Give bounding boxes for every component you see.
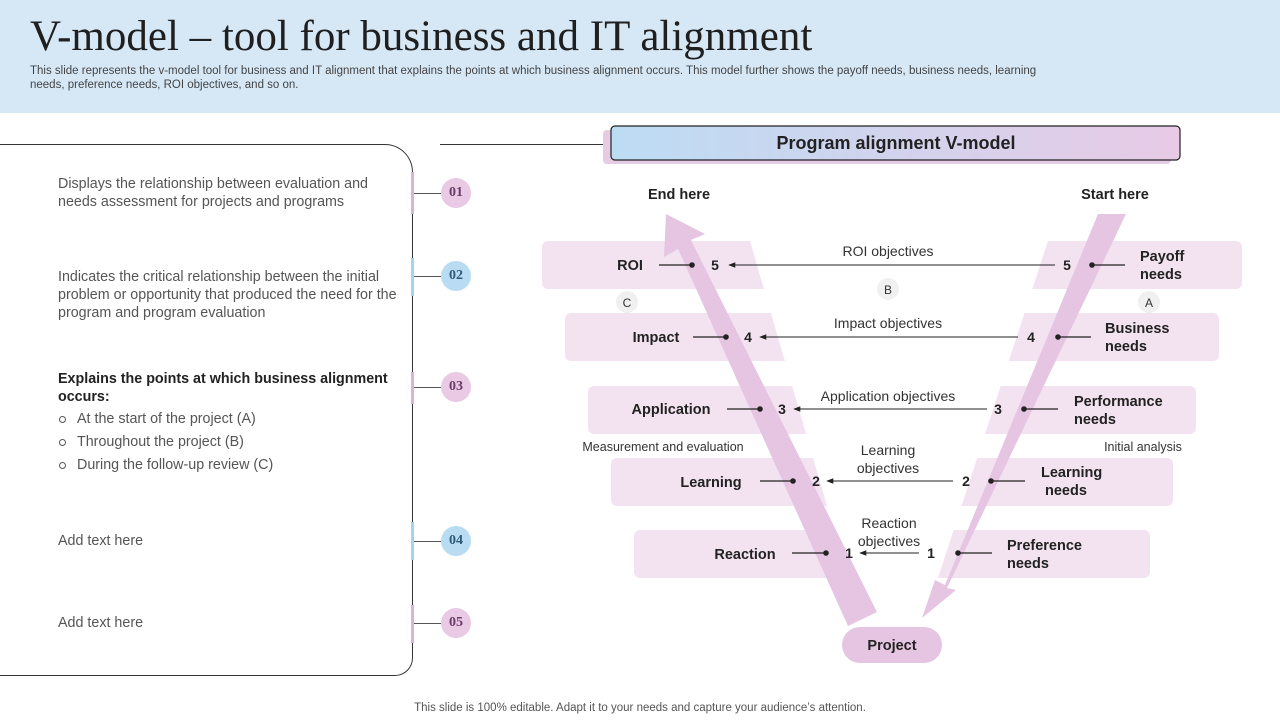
- item-04-tick: [413, 541, 441, 542]
- row3-left-label: Application: [632, 402, 711, 418]
- item-03-bullets: At the start of the project (A) Througho…: [58, 410, 398, 474]
- marker-a-label: A: [1145, 296, 1153, 310]
- left-panel-frame: [0, 144, 413, 676]
- number-badge-05: 05: [441, 608, 471, 638]
- row5-left-num: 5: [711, 257, 719, 273]
- left-caption: Measurement and evaluation: [582, 440, 743, 454]
- item-01-tick: [413, 193, 441, 194]
- project-pill: [842, 627, 942, 663]
- row3-left-dot: [757, 406, 763, 412]
- number-badge-01: 01: [441, 178, 471, 208]
- row4-left-dot: [723, 334, 729, 340]
- row1-left-num: 1: [845, 545, 853, 561]
- row1-left-label: Reaction: [714, 547, 775, 563]
- row3-left-num: 3: [778, 401, 786, 417]
- item-05-tick: [413, 623, 441, 624]
- row-box-4: [565, 313, 1219, 361]
- row5-left-dot: [689, 262, 695, 268]
- row-box-2: [611, 458, 1173, 506]
- page-title: V-model – tool for business and IT align…: [30, 13, 813, 60]
- project-label: Project: [867, 638, 916, 654]
- row2-right-num: 2: [962, 473, 970, 489]
- page-subtitle: This slide represents the v-model tool f…: [30, 65, 1037, 91]
- bullet-item: Throughout the project (B): [58, 433, 398, 451]
- row2-left-dot: [790, 478, 796, 484]
- item-03-accent: [411, 372, 414, 404]
- marker-a: [1138, 291, 1160, 313]
- item-02-text: Indicates the critical relationship betw…: [58, 269, 397, 321]
- row-box-3: [588, 386, 1196, 434]
- start-here-label: Start here: [1081, 187, 1149, 203]
- number-badge-03: 03: [441, 372, 471, 402]
- diagram-title-box: [610, 125, 1181, 161]
- bullet-item: During the follow-up review (C): [58, 456, 398, 474]
- row5-right-dot: [1089, 262, 1095, 268]
- panel-connector-line: [440, 144, 610, 145]
- row4-right-dot: [1055, 334, 1061, 340]
- item-02-accent: [411, 258, 414, 296]
- row2-left-label: Learning: [680, 475, 741, 491]
- row-box-1: [634, 530, 1150, 578]
- diagram-title: Program alignment V-model: [776, 133, 1015, 153]
- item-03-text: Explains the points at which business al…: [58, 370, 398, 479]
- row3-objective: Application objectives: [821, 388, 956, 404]
- bullet-item: At the start of the project (A): [58, 410, 398, 428]
- right-caption: Initial analysis: [1104, 440, 1182, 454]
- item-01-text: Displays the relationship between evalua…: [58, 176, 368, 210]
- row1-left-dot: [823, 550, 829, 556]
- v-center-gap: [750, 241, 1048, 578]
- item-05-accent: [411, 605, 414, 643]
- row1-right-dot: [955, 550, 961, 556]
- row5-left-label: ROI: [617, 258, 643, 274]
- end-here-label: End here: [648, 187, 710, 203]
- row4-right-num: 4: [1027, 329, 1035, 345]
- row4-left-label: Impact: [633, 330, 680, 346]
- row4-objective: Impact objectives: [834, 315, 942, 331]
- row2-right-dot: [988, 478, 994, 484]
- item-02-tick: [413, 276, 441, 277]
- number-badge-02: 02: [441, 261, 471, 291]
- number-badge-04: 04: [441, 526, 471, 556]
- header-band: V-model – tool for business and IT align…: [0, 0, 1280, 113]
- item-05-text: Add text here: [58, 615, 144, 631]
- marker-b-label: B: [884, 283, 892, 297]
- diagram-title-shadow: [603, 130, 1171, 164]
- item-04-text: Add text here: [58, 533, 144, 549]
- item-03-tick: [413, 387, 441, 388]
- marker-b: [877, 278, 899, 300]
- right-arm-arrow-down: [922, 214, 1126, 618]
- item-03-heading: Explains the points at which business al…: [58, 371, 388, 405]
- row3-right-num: 3: [994, 401, 1002, 417]
- row5-right-num: 5: [1063, 257, 1071, 273]
- marker-c: [616, 291, 638, 313]
- item-04-accent: [411, 522, 414, 560]
- row1-right-num: 1: [927, 545, 935, 561]
- footer-note: This slide is 100% editable. Adapt it to…: [414, 702, 866, 714]
- left-arm-arrow-up: [664, 214, 877, 626]
- row3-right-dot: [1021, 406, 1027, 412]
- item-01-accent: [411, 172, 414, 214]
- row2-left-num: 2: [812, 473, 820, 489]
- row5-objective: ROI objectives: [842, 243, 933, 259]
- row4-left-num: 4: [744, 329, 752, 345]
- marker-c-label: C: [623, 296, 632, 310]
- row-box-5: [542, 241, 1242, 289]
